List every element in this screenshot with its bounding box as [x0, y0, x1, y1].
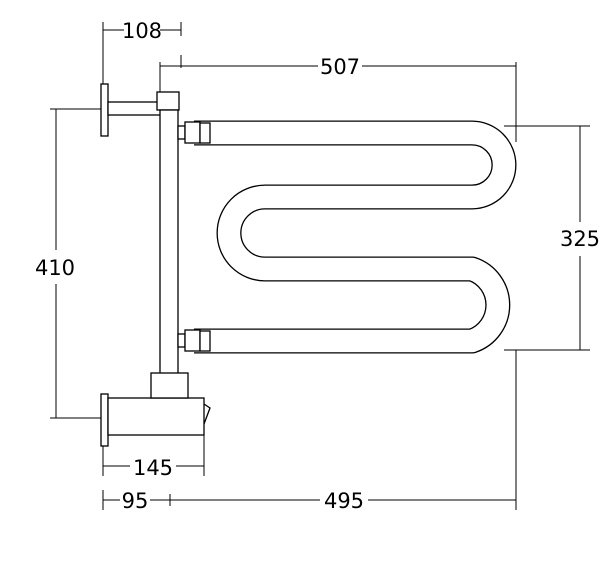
dimension-145: 145: [102, 435, 205, 480]
dimension-325: 325: [504, 125, 600, 351]
dimension-495-label: 495: [324, 489, 364, 513]
vertical-riser: [156, 91, 180, 375]
bottom-connector-nut: [177, 329, 211, 352]
bottom-valve: [100, 372, 211, 447]
dimension-95-495: 95 495: [102, 350, 517, 513]
dimension-507-label: 507: [320, 55, 360, 79]
dimension-410-label: 410: [35, 256, 75, 280]
towel-rail-outline: [100, 83, 517, 447]
dimension-325-label: 325: [560, 227, 600, 251]
dimension-108-label: 108: [122, 19, 162, 43]
top-wall-flange: [100, 83, 163, 137]
dimension-95-label: 95: [122, 489, 149, 513]
top-connector-nut: [177, 121, 211, 144]
dimension-108: 108: [102, 19, 182, 84]
serpentine-coil: [194, 120, 517, 354]
dimension-145-label: 145: [133, 456, 173, 480]
dimension-410: 410: [35, 108, 101, 419]
dimension-507: 507: [159, 55, 517, 142]
